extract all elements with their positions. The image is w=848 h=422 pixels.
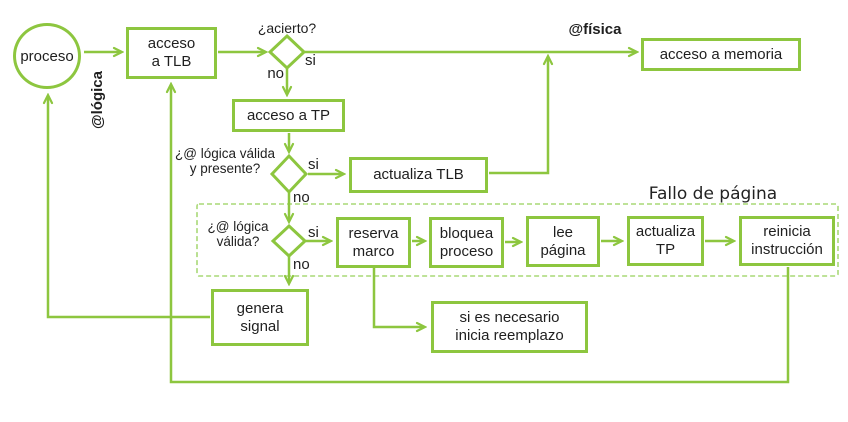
node-inicia-reemplazo: si es necesario inicia reemplazo [431, 301, 588, 353]
node-proceso-label: proceso [20, 47, 74, 65]
decision-valida-presente-question-line2: y presente? [189, 161, 261, 176]
node-lee-pagina-line2: página [540, 241, 586, 259]
decision-acierto-yes-label: si [305, 52, 316, 69]
node-bloquea-proceso-line1: bloquea [439, 224, 494, 242]
fallo-de-pagina-title: Fallo de página [648, 184, 778, 204]
node-reserva-marco-line1: reserva [348, 224, 399, 242]
arrow-reserva-to-reemplazo [372, 268, 424, 327]
node-reinicia-instruccion-line2: instrucción [751, 241, 823, 258]
node-actualiza-tlb-label: actualiza TLB [373, 166, 464, 183]
annotation-fisica: @física [568, 21, 622, 38]
decision-valida-presente-yes-label: si [308, 156, 319, 173]
node-acceso-tlb-line2: a TLB [151, 53, 192, 70]
decision-valida-presente-diamond [269, 153, 309, 195]
decision-valida-diamond [270, 223, 308, 259]
node-genera-signal-line2: signal [240, 317, 280, 335]
node-inicia-reemplazo-line2: inicia reemplazo [455, 327, 564, 344]
decision-valida-question-line1: ¿@ lógica [207, 219, 269, 234]
arrow-reinicia-to-tlb [171, 85, 790, 384]
node-acceso-tp: acceso a TP [232, 99, 345, 132]
decision-valida-presente-question-line1: ¿@ lógica válida [175, 146, 275, 161]
node-genera-signal: genera signal [211, 289, 309, 346]
node-reserva-marco-line2: marco [352, 242, 395, 260]
node-inicia-reemplazo-line1: si es necesario [459, 309, 560, 326]
node-reserva-marco: reserva marco [336, 217, 411, 268]
decision-valida-presente-no-label: no [293, 189, 310, 206]
node-proceso: proceso [13, 23, 81, 89]
arrow-genera-signal-to-proceso [48, 96, 210, 319]
node-reinicia-instruccion-line1: reinicia [763, 223, 811, 240]
node-lee-pagina-line1: lee [552, 223, 574, 241]
node-acceso-tlb-line1: acceso [147, 35, 196, 52]
node-actualiza-tp-line2: TP [655, 241, 676, 258]
decision-acierto-diamond [267, 33, 307, 71]
decision-valida-question: ¿@ lógica válida? [186, 219, 290, 249]
decision-valida-no-label: no [293, 256, 310, 273]
node-actualiza-tp: actualiza TP [627, 216, 704, 266]
node-lee-pagina: lee página [526, 216, 600, 267]
node-acceso-memoria: acceso a memoria [641, 38, 801, 71]
decision-valida-question-line2: válida? [216, 234, 260, 249]
fallo-de-pagina-dashed-frame [196, 203, 839, 277]
node-acceso-memoria-label: acceso a memoria [659, 45, 783, 63]
arrow-actualiza-tlb-to-fisica [489, 57, 548, 175]
node-bloquea-proceso: bloquea proceso [429, 217, 504, 268]
node-acceso-tlb: acceso a TLB [126, 27, 217, 79]
node-actualiza-tlb: actualiza TLB [349, 157, 488, 193]
node-acceso-tp-label: acceso a TP [246, 106, 331, 124]
decision-acierto-question: ¿acierto? [257, 20, 317, 36]
node-reinicia-instruccion: reinicia instrucción [739, 216, 835, 266]
decision-acierto-no-label: no [267, 65, 284, 82]
annotation-logica: @lógica [89, 71, 106, 129]
decision-valida-yes-label: si [308, 224, 319, 241]
node-actualiza-tp-line1: actualiza [635, 223, 696, 240]
decision-valida-presente-question: ¿@ lógica válida y presente? [166, 146, 284, 176]
node-bloquea-proceso-line2: proceso [439, 242, 494, 260]
node-genera-signal-line1: genera [236, 299, 284, 317]
